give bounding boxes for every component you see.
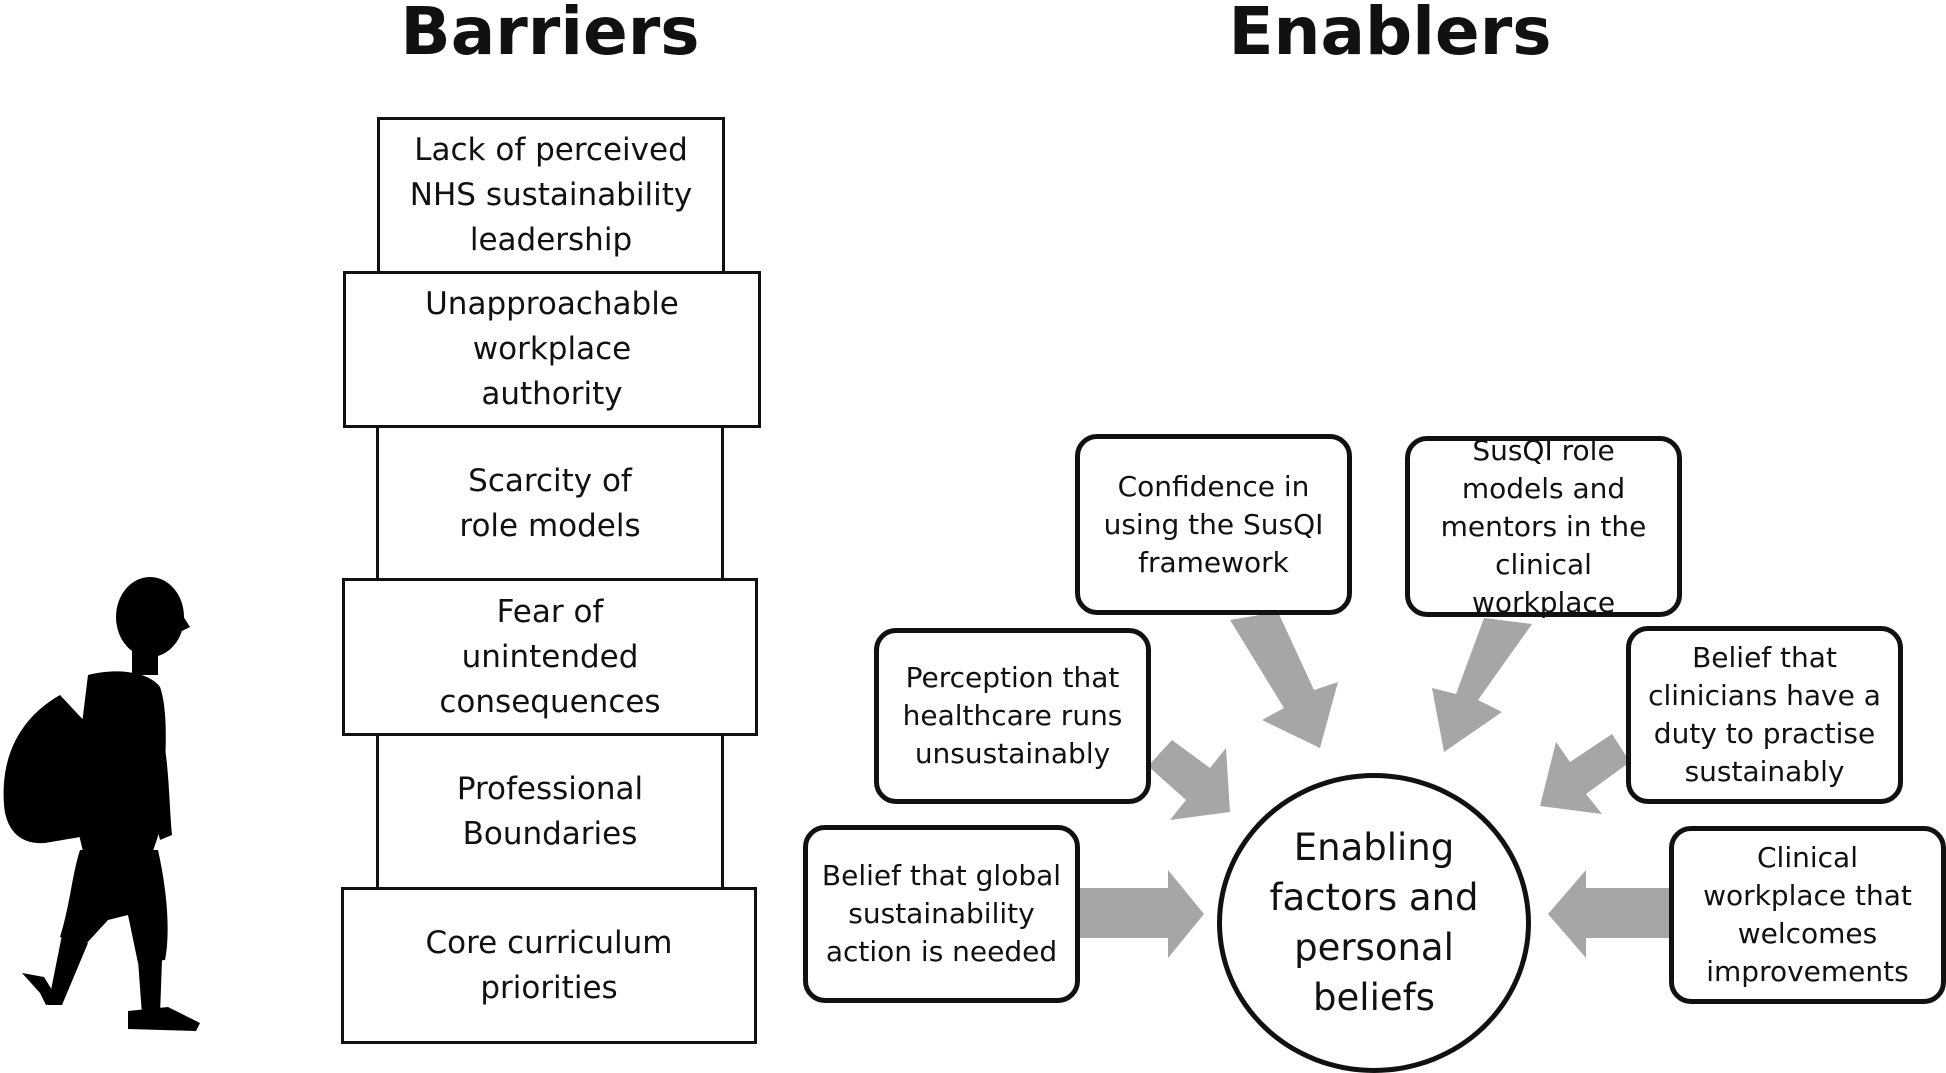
arrow-icon [1432, 618, 1532, 752]
barrier-box: Unapproachable workplace authority [343, 271, 761, 428]
barrier-box: Fear of unintended consequences [342, 578, 758, 736]
arrow-icon [1230, 612, 1338, 748]
walking-person-icon [3, 577, 200, 1031]
arrow-icon [1148, 740, 1230, 820]
enablers-heading: Enablers [1228, 0, 1552, 70]
enabler-global-box: Belief that global sustainability action… [803, 825, 1080, 1003]
arrow-icon [1080, 870, 1204, 958]
barrier-box: Lack of perceived NHS sustainability lea… [377, 117, 725, 274]
barrier-box: Scarcity of role models [376, 425, 724, 582]
barriers-heading: Barriers [400, 0, 700, 70]
enabling-factors-circle: Enabling factors and personal beliefs [1217, 773, 1531, 1073]
arrow-icon [1540, 734, 1630, 814]
enabler-duty-box: Belief that clinicians have a duty to pr… [1626, 626, 1903, 804]
arrow-icon [1548, 870, 1670, 958]
enabler-role-models-box: SusQI role models and mentors in the cli… [1405, 434, 1682, 619]
enabler-confidence-box: Confidence in using the SusQI framework [1075, 434, 1352, 615]
barrier-box: Core curriculum priorities [341, 887, 757, 1044]
enabler-workplace-box: Clinical workplace that welcomes improve… [1669, 826, 1946, 1004]
barrier-box: Professional Boundaries [376, 733, 724, 891]
enabler-perception-box: Perception that healthcare runs unsustai… [874, 628, 1151, 804]
